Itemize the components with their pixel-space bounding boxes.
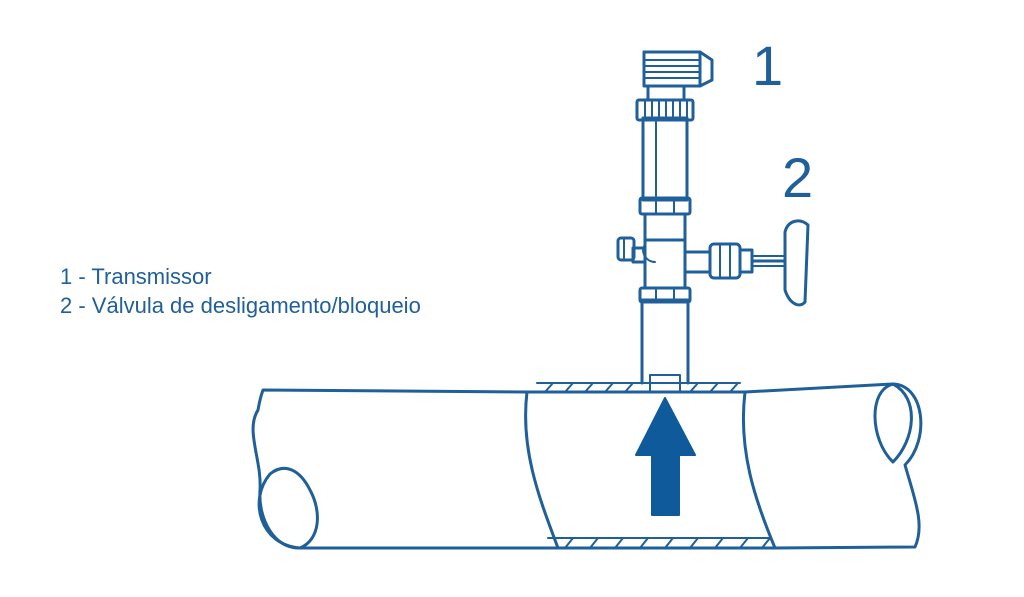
pipe-right-end — [873, 382, 913, 464]
pressure-transmitter — [635, 50, 714, 202]
up-arrow-icon — [635, 397, 696, 516]
legend-item-block-valve: 2 - Válvula de desligamento/bloqueio — [60, 293, 421, 318]
pipe-right-section — [743, 382, 923, 550]
legend-item-transmitter: 1 - Transmissor — [60, 264, 212, 289]
callout-number-1: 1 — [752, 34, 784, 97]
pipe-left-end — [257, 467, 319, 550]
pipe-wall-hatch-top — [544, 382, 739, 393]
legend: 1 - Transmissor 2 - Válvula de desligame… — [60, 262, 421, 320]
main-pipe — [251, 382, 923, 550]
handwheel — [783, 219, 810, 307]
impulse-line — [640, 298, 690, 393]
pipe-middle-section — [525, 390, 777, 550]
pipe-wall-hatch-bottom — [564, 537, 771, 549]
callout-number-2: 2 — [782, 146, 814, 209]
block-valve — [616, 196, 810, 307]
pipe-left-section — [251, 388, 560, 550]
